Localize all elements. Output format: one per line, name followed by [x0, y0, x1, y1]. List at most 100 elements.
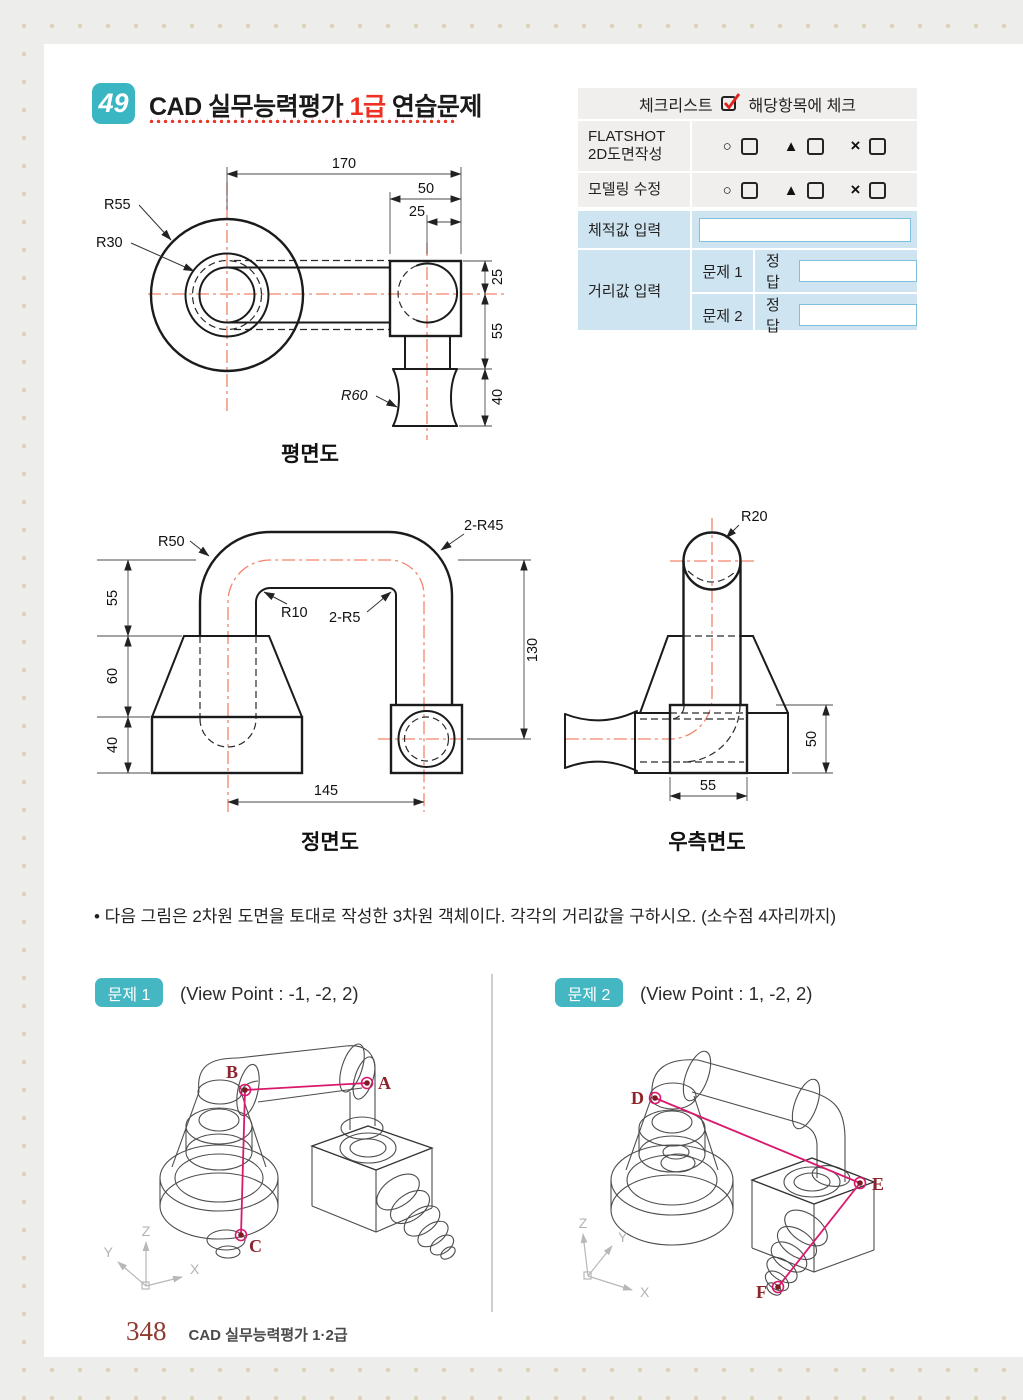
volume-input[interactable] [698, 217, 911, 242]
row-label-line1: 모델링 수정 [588, 181, 662, 198]
problem1-3d-view: B A C Z Y X [104, 1043, 456, 1290]
label-r30: R30 [96, 235, 123, 251]
page-number: 348 [126, 1316, 167, 1346]
checklist-row-options: ○ ▲ × [690, 121, 917, 171]
question1-answer-cell: 정답 [755, 250, 917, 292]
question1-label: 문제 1 [692, 250, 755, 292]
p1-ucs-axis-icon [117, 1241, 183, 1290]
checklist-header-left: 체크리스트 [638, 97, 713, 115]
checklist-header: 체크리스트 해당항목에 체크 [578, 88, 917, 121]
p1-axis-y-label: Y [104, 1244, 114, 1260]
p1-axis-x-label: X [190, 1261, 200, 1277]
checklist-row-label: FLATSHOT 2D도면작성 [578, 121, 690, 171]
label-r60: R60 [341, 388, 368, 404]
dim-25-right: 25 [490, 269, 506, 285]
problem2-3d-view: D E F Z Y X [579, 1050, 884, 1302]
2r45-leader [440, 533, 465, 551]
dim-50: 50 [418, 181, 434, 197]
p2-wireframe [610, 1050, 876, 1296]
point-c-label: C [249, 1236, 262, 1256]
p2-ucs-axis-icon [580, 1233, 633, 1291]
answer-table: 체적값 입력 거리값 입력 문제 1 정답 문제 2 정답 [578, 211, 917, 336]
p2-axis-z-label: Z [579, 1215, 588, 1231]
modeling-circle-checkbox[interactable] [740, 181, 758, 199]
top-view-centerlines [148, 182, 505, 440]
p2-axis-x-label: X [640, 1284, 650, 1300]
title-suffix: 연습문제 [385, 93, 483, 121]
front-view-centerlines [227, 559, 474, 812]
label-r10: R10 [281, 605, 308, 621]
title-grade: 1급 [349, 93, 386, 121]
book-title: CAD 실무능력평가 1·2급 [188, 1327, 348, 1344]
p1-wireframe [159, 1043, 456, 1260]
checklist-header-right: 해당항목에 체크 [748, 97, 857, 115]
circle-symbol: ○ [722, 137, 732, 155]
flatshot-circle-checkbox[interactable] [740, 137, 758, 155]
label-r20: R20 [741, 509, 768, 525]
problem2-viewpoint: (View Point : 1, -2, 2) [640, 983, 813, 1004]
checklist-row-flatshot: FLATSHOT 2D도면작성 ○ ▲ × [578, 121, 917, 173]
dim-55: 55 [700, 778, 716, 794]
answer-label: 정답 [766, 253, 780, 291]
distance-label: 거리값 입력 [588, 282, 662, 300]
right-view-drawing: 55 50 R20 우측면도 [563, 509, 833, 854]
row-label-line2: 2D도면작성 [588, 146, 663, 163]
volume-value-cell [690, 211, 917, 248]
front-view-dimension-lines [97, 559, 531, 806]
x-symbol: × [850, 136, 861, 155]
point-f-marker [771, 1280, 785, 1294]
question1-row: 문제 1 정답 [692, 250, 917, 294]
panel-divider [491, 974, 493, 1312]
r30-leader [130, 242, 195, 272]
checklist-row-options: ○ ▲ × [690, 173, 917, 207]
point-d-marker [648, 1091, 662, 1105]
dim-170: 170 [332, 156, 356, 172]
point-a-marker [360, 1076, 374, 1090]
checked-checkbox-icon [720, 92, 742, 117]
problem1-badge: 문제 1 [95, 978, 163, 1007]
r20-leader [725, 524, 740, 539]
question2-answer-input[interactable] [799, 304, 917, 326]
label-2r5: 2-R5 [329, 610, 360, 626]
problem-number-badge: 49 [92, 83, 135, 124]
p1-axis-z-label: Z [142, 1223, 151, 1239]
question1-answer-input[interactable] [799, 260, 917, 282]
modeling-triangle-checkbox[interactable] [807, 181, 825, 199]
page-footer: 348 CAD 실무능력평가 1·2급 [126, 1316, 348, 1347]
checklist-table: 체크리스트 해당항목에 체크 FLATSHOT 2D도면작성 ○ ▲ × [578, 88, 917, 207]
p2-axis-y-label: Y [618, 1229, 628, 1245]
dim-55: 55 [490, 323, 506, 339]
r50-leader [189, 540, 210, 557]
row-label-line1: FLATSHOT [588, 128, 666, 145]
point-c-marker [234, 1228, 248, 1242]
front-view-drawing: 55 60 40 130 145 R50 2-R45 R10 2-R5 정면도 [97, 518, 541, 854]
r60-leader [375, 395, 398, 408]
top-view-drawing: 170 50 25 25 55 40 R55 R30 R60 평면도 [96, 156, 506, 466]
flatshot-triangle-checkbox[interactable] [807, 137, 825, 155]
top-view-caption: 평면도 [281, 443, 339, 466]
label-r55: R55 [104, 197, 131, 213]
flatshot-x-checkbox[interactable] [869, 137, 887, 155]
point-a-label: A [378, 1073, 391, 1093]
right-view-caption: 우측면도 [668, 831, 745, 854]
right-view-centerlines [563, 518, 754, 740]
modeling-x-checkbox[interactable] [869, 181, 887, 199]
label-2r45: 2-R45 [464, 518, 504, 534]
volume-row: 체적값 입력 [578, 211, 917, 250]
distance-row: 거리값 입력 문제 1 정답 문제 2 정답 [578, 250, 917, 336]
top-view-hidden-lines [191, 259, 418, 331]
top-view-object-lines [149, 217, 463, 427]
checklist-row-label: 모델링 수정 [578, 173, 690, 207]
checklist-row-modeling: 모델링 수정 ○ ▲ × [578, 173, 917, 207]
right-view-object-lines [564, 531, 789, 775]
dim-55: 55 [105, 590, 121, 606]
title-underline-decoration [148, 118, 458, 123]
dim-40: 40 [105, 737, 121, 753]
problem-intro-text: • 다음 그림은 2차원 도면을 토대로 작성한 3차원 객체이다. 각각의 거… [94, 907, 837, 926]
point-e-marker [853, 1176, 867, 1190]
triangle-symbol: ▲ [783, 181, 799, 199]
front-view-caption: 정면도 [301, 831, 359, 854]
point-b-marker [238, 1083, 252, 1097]
p2-measure-lines [654, 1097, 862, 1288]
